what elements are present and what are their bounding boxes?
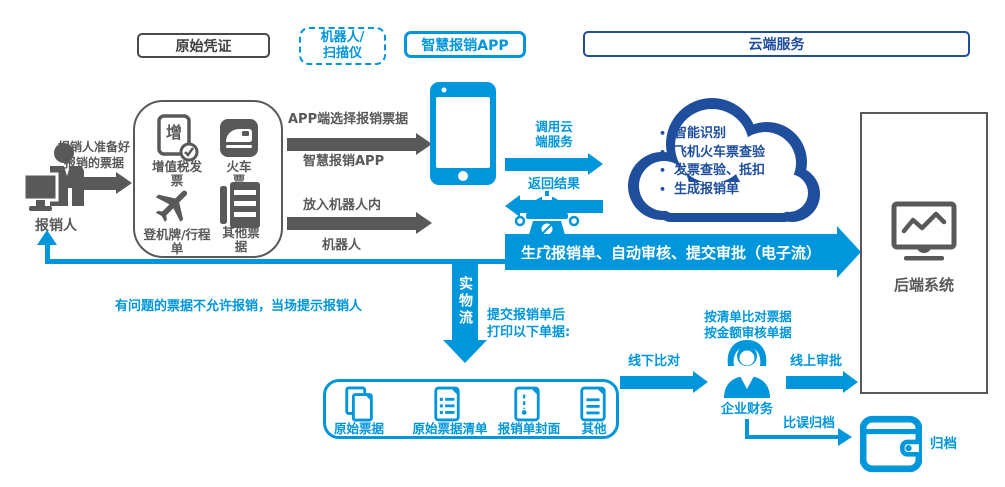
archive-label: 归档 <box>930 436 957 452</box>
robot-name-label: 机器人 <box>322 238 362 253</box>
online-approve-label: 线上审批 <box>790 354 843 369</box>
doc-label-original: 原始票据 <box>333 421 384 436</box>
robot-scanner-line2: 扫描仪 <box>322 46 362 61</box>
eflow-banner-arrow: 生成报销单、自动审核、提交审批（电子流） <box>505 226 861 278</box>
robot-scanner-line1: 机器人/ <box>320 30 365 46</box>
printed-docs-box <box>323 379 619 439</box>
eflow-banner-text: 生成报销单、自动审核、提交审批（电子流） <box>505 234 837 270</box>
backend-monitor-icon <box>891 201 957 261</box>
eflow-banner-arrowhead <box>837 226 861 278</box>
wallet-icon <box>860 415 922 473</box>
print-note: 提交报销单后 打印以下单据: <box>487 308 571 340</box>
arrow-tickets-to-phone <box>287 133 432 155</box>
arrow-online-approve <box>786 371 858 393</box>
arrow-person-to-tickets <box>82 172 132 194</box>
return-line-vertical-left <box>45 244 50 261</box>
physical-flow-arrow: 实物流 <box>443 262 487 363</box>
archive-line-vertical <box>745 419 749 439</box>
cloud-bullet: 发票查验、抵扣 <box>659 162 765 181</box>
person-at-desk-icon <box>22 143 84 211</box>
doc-cover-icon <box>514 386 540 422</box>
prepare-note: 报销人准备好 报销的票据 <box>57 140 130 170</box>
cloud-bullet: 飞机火车票查验 <box>659 144 765 163</box>
return-line-horizontal <box>45 259 546 264</box>
finance-person-icon <box>724 340 770 398</box>
cloud-bullet: 生成报销单 <box>659 181 765 200</box>
ticket-label-vat: 增值税发 票 <box>151 159 202 188</box>
finance-note: 按清单比对票据 按金额审核单据 <box>704 309 792 340</box>
cloud-service-box: 云端服务 <box>583 31 970 57</box>
arrow-call-cloud <box>505 153 603 175</box>
doc-other-icon <box>580 386 606 422</box>
app-select-label: APP端选择报销票据 <box>288 112 409 127</box>
doc-label-cover: 报销单封面 <box>497 421 561 436</box>
doc-label-other: 其他 <box>581 421 607 436</box>
ticket-label-boarding: 登机牌/行程 单 <box>143 227 211 256</box>
doc-stack-icon <box>345 386 373 422</box>
doc-list-icon <box>434 386 460 422</box>
robot-scanner-box: 机器人/ 扫描仪 <box>299 27 386 65</box>
other-docs-icon <box>220 182 260 228</box>
plane-icon <box>155 190 188 222</box>
backend-system-label: 后端系统 <box>893 276 954 294</box>
arrow-offline-compare <box>620 371 708 393</box>
smart-app-box: 智慧报销APP <box>404 31 526 58</box>
doc-label-list: 原始票据清单 <box>412 421 488 436</box>
finance-label: 企业财务 <box>720 402 773 417</box>
train-icon <box>220 119 258 157</box>
return-result-label: 返回结果 <box>528 177 581 192</box>
offline-compare-label: 线下比对 <box>628 354 681 369</box>
return-line-vertical-robot <box>541 249 546 261</box>
arrow-return-result <box>505 195 603 217</box>
archive-line-horizontal <box>745 435 838 439</box>
warning-text: 有问题的票据不允许报销，当场提示报销人 <box>115 299 363 314</box>
return-arrowhead-up <box>37 230 57 245</box>
vat-invoice-icon: 增 <box>157 114 199 162</box>
original-voucher-box: 原始凭证 <box>137 33 270 58</box>
physical-flow-label: 实物流 <box>457 275 473 327</box>
cloud-bullet: 智能识别 <box>659 125 765 144</box>
smartphone-icon <box>430 82 496 185</box>
call-cloud-label: 调用云 端服务 <box>535 119 573 149</box>
ticket-label-other: 其他票 据 <box>222 225 260 254</box>
cloud-capability-list: 智能识别 飞机火车票查验 发票查验、抵扣 生成报销单 <box>659 125 765 199</box>
archive-arrowhead <box>838 428 852 446</box>
archive-arrow-label: 比误归档 <box>783 416 836 431</box>
app-name-label: 智慧报销APP <box>303 154 385 169</box>
svg-text:增: 增 <box>166 123 182 142</box>
arrow-tickets-to-robot <box>287 212 432 234</box>
robot-put-label: 放入机器人内 <box>303 198 382 213</box>
